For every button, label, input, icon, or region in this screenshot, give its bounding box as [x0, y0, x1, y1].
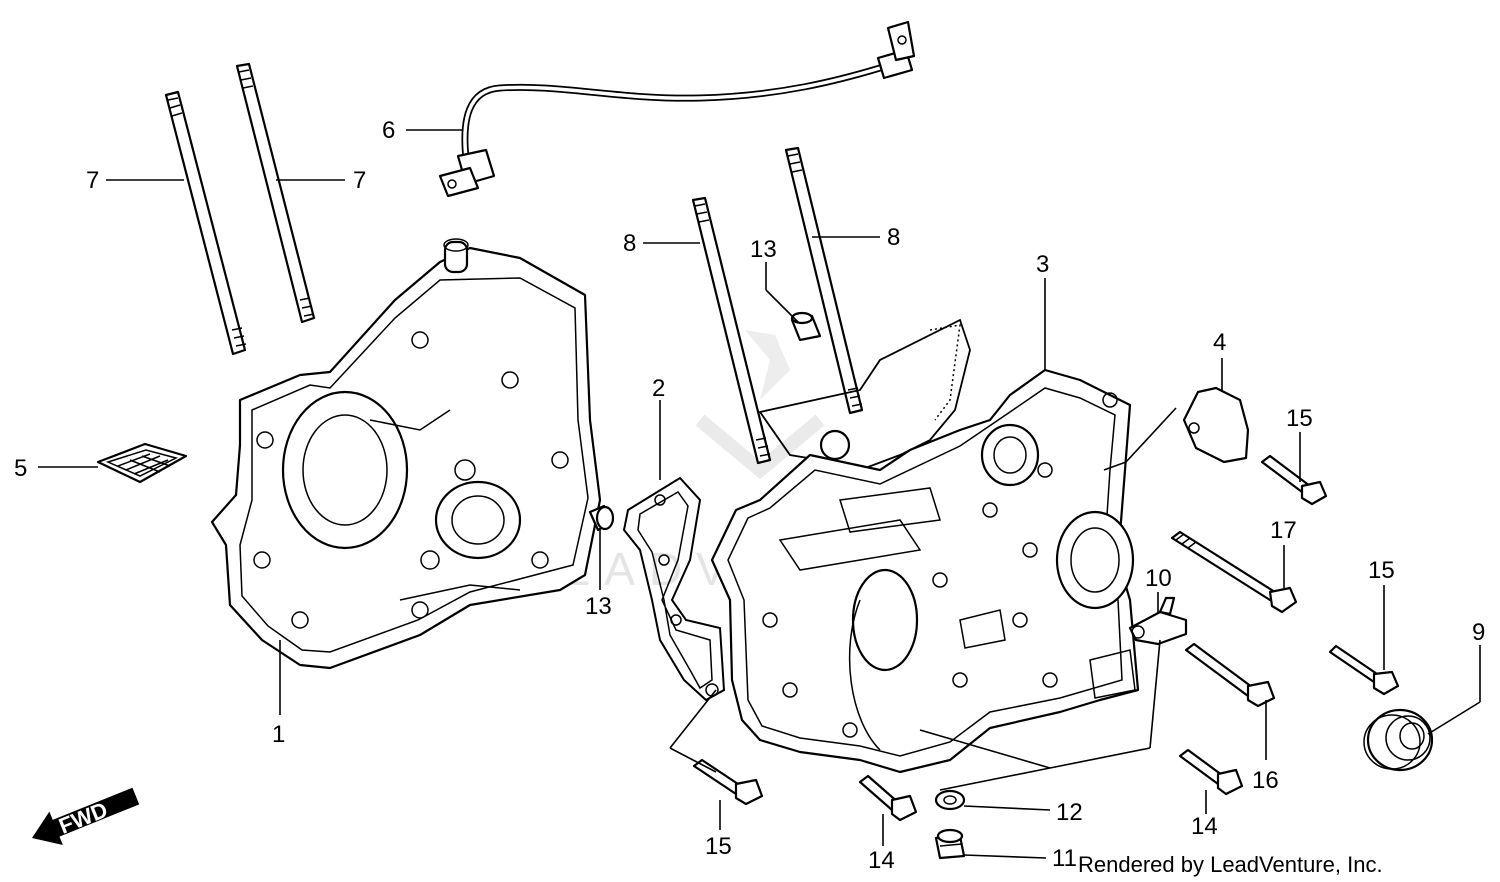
callout-stud-bolt-a: 7	[86, 167, 99, 194]
crankcase-left[interactable]	[210, 238, 602, 670]
stud-bolt-b[interactable]	[235, 62, 316, 324]
stud-bolt-d[interactable]	[784, 146, 864, 415]
dowel-pin-a[interactable]	[588, 504, 615, 532]
callout-screen: 5	[14, 455, 27, 482]
stud-bolt-c[interactable]	[691, 196, 772, 465]
callout-crankcase-left: 1	[272, 721, 285, 748]
fwd-arrow: FWD	[32, 787, 140, 845]
callout-gasket: 2	[652, 375, 665, 402]
oil-seal[interactable]	[1363, 708, 1434, 772]
bolt-14-a[interactable]	[1178, 748, 1244, 796]
fwd-label: FWD	[55, 797, 111, 839]
callout-bolt-17: 17	[1270, 517, 1297, 544]
callout-dowel-pin-a: 13	[585, 593, 612, 620]
callout-crankcase-right: 3	[1036, 251, 1049, 278]
callout-washer: 12	[1056, 799, 1083, 826]
bolt-15-c[interactable]	[692, 758, 764, 806]
bolt-16[interactable]	[1184, 642, 1276, 708]
bolt-14-b[interactable]	[858, 774, 918, 822]
callout-drain-bolt: 11	[1052, 845, 1077, 872]
callout-stud-bolt-b: 7	[353, 167, 366, 194]
callout-bolt-14-a: 14	[1191, 813, 1218, 840]
callout-dowel-pin-b: 13	[750, 236, 777, 263]
bolt-17[interactable]	[1170, 530, 1298, 614]
callouts: 7 7 6 5 1 13 8 8 13 3 2 4 15 17 15 10 9 …	[14, 117, 1485, 874]
callout-plate: 4	[1213, 329, 1226, 356]
callout-bolt-14-b: 14	[868, 847, 895, 874]
bolt-15-b[interactable]	[1328, 644, 1400, 696]
callout-bolt-15-a: 15	[1286, 405, 1313, 432]
plate[interactable]	[1182, 386, 1250, 464]
bolt-15-a[interactable]	[1260, 454, 1328, 506]
leader-lines	[38, 129, 1481, 859]
callout-stud-bolt-d: 8	[887, 224, 900, 251]
stud-bolt-a[interactable]	[164, 90, 247, 356]
cable[interactable]	[438, 20, 916, 198]
callout-bolt-15-c: 15	[705, 833, 732, 860]
callout-bolt-16: 16	[1252, 767, 1279, 794]
drain-bolt[interactable]	[934, 828, 966, 860]
washer[interactable]	[934, 789, 966, 811]
dowel-pin-b[interactable]	[790, 311, 822, 342]
callout-cable: 6	[382, 117, 395, 144]
screen[interactable]	[96, 442, 188, 484]
callout-oil-seal: 9	[1472, 619, 1485, 646]
clamp[interactable]	[1128, 596, 1188, 646]
credit-text: Rendered by LeadVenture, Inc.	[1078, 852, 1383, 877]
callout-bolt-15-b: 15	[1368, 557, 1395, 584]
crankcase-right[interactable]	[710, 368, 1140, 774]
callout-clamp: 10	[1145, 565, 1172, 592]
callout-stud-bolt-c: 8	[623, 230, 636, 257]
